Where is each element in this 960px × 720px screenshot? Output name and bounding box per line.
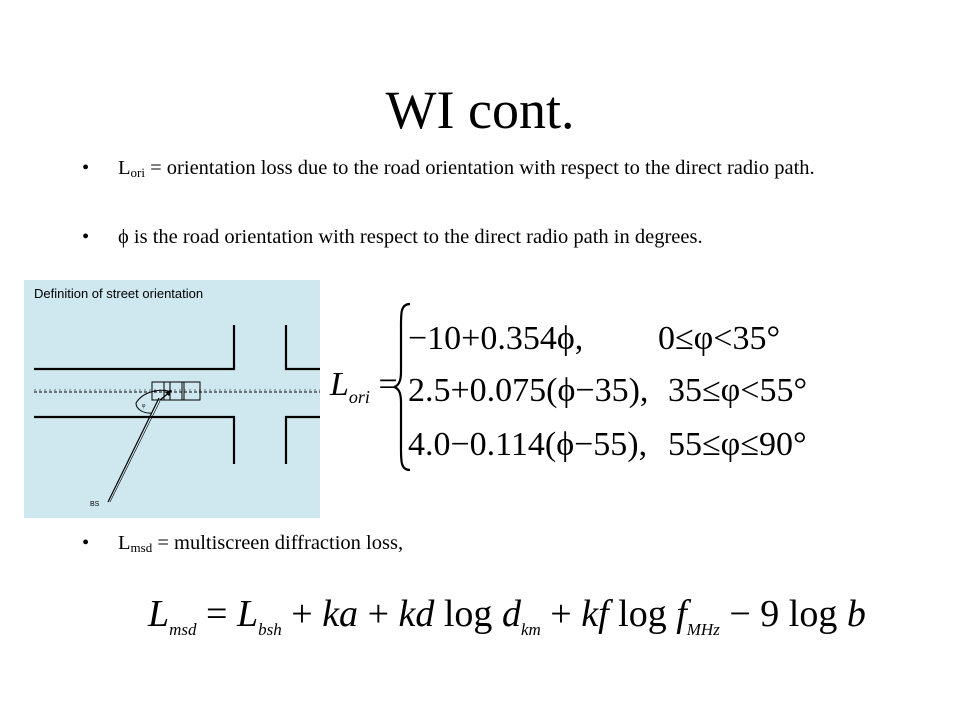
vehicle-box: [181, 381, 201, 401]
case-expression: 2.5+0.075(ϕ−35),: [408, 372, 649, 409]
bullet-text: ϕ is the road orientation with respect t…: [118, 226, 703, 248]
eq-term: kd: [398, 593, 435, 635]
eq-subscript: msd: [169, 620, 197, 639]
eq-term: kf: [581, 593, 609, 635]
bullet-lead: L: [118, 532, 131, 554]
phi-label: φ: [142, 403, 146, 409]
case-condition: 35≤φ<55°: [668, 372, 808, 409]
eq-operator: +: [540, 593, 582, 635]
eq-subscript: km: [520, 620, 541, 639]
radio-path-line-2: [109, 400, 161, 503]
road-edge-bottom-left: [34, 415, 236, 464]
eq-operator: − 9 log: [719, 593, 847, 635]
radio-path-line: [107, 397, 160, 503]
vehicle-box: [163, 381, 185, 401]
road-edge-top-left: [34, 325, 236, 371]
angle-arc: [135, 389, 173, 414]
lori-equals: =: [378, 366, 398, 403]
eq-term: d: [501, 593, 521, 635]
eq-operator: +: [358, 593, 399, 635]
bullet-text: = orientation loss due to the road orien…: [144, 157, 815, 179]
lori-symbol: L: [330, 366, 349, 403]
street-orientation-diagram: φ Definition of street orientation BS: [24, 280, 320, 518]
eq-term: L: [148, 593, 170, 635]
bs-label: BS: [90, 501, 100, 508]
case-expression: −10+0.354ϕ,: [408, 320, 584, 357]
bullet-text: = multiscreen diffraction loss,: [152, 532, 404, 554]
road-edge-top-right: [284, 325, 320, 371]
lori-equation: Lori = −10+0.354ϕ, 0≤φ<35° 2.5+0.075(ϕ−3…: [330, 300, 850, 480]
slide-title: WI cont.: [385, 80, 575, 140]
case-condition: 0≤φ<35°: [658, 320, 781, 357]
lori-subscript: ori: [348, 387, 370, 407]
eq-subscript: MHz: [686, 620, 720, 639]
eq-term: ka: [322, 593, 359, 635]
eq-subscript: bsh: [258, 620, 282, 639]
bullet-marker: •: [82, 226, 90, 248]
lmsd-equation: Lmsd = Lbsh + ka + kd log dkm + kf log f…: [148, 592, 866, 640]
diagram-title: Definition of street orientation: [34, 286, 204, 301]
case-expression: 4.0−0.114(ϕ−55),: [408, 426, 648, 463]
eq-function: log: [434, 593, 502, 635]
eq-function: log: [608, 593, 677, 635]
piecewise-brace: [393, 302, 411, 472]
bullet-subscript: ori: [130, 165, 145, 180]
eq-operator: +: [281, 593, 323, 635]
eq-term: b: [846, 593, 866, 635]
eq-term: f: [676, 593, 687, 635]
street-diagram-graphic: φ: [34, 325, 320, 503]
bullet-marker: •: [82, 532, 90, 554]
eq-operator: =: [196, 593, 237, 635]
bullet-subscript: msd: [130, 540, 153, 555]
bullet-lead: L: [118, 157, 131, 179]
eq-term: L: [236, 593, 259, 635]
case-condition: 55≤φ≤90°: [668, 426, 807, 463]
lori-lhs: Lori =: [330, 366, 398, 408]
road-edge-bottom-right: [284, 415, 320, 464]
bullet-marker: •: [82, 157, 90, 179]
